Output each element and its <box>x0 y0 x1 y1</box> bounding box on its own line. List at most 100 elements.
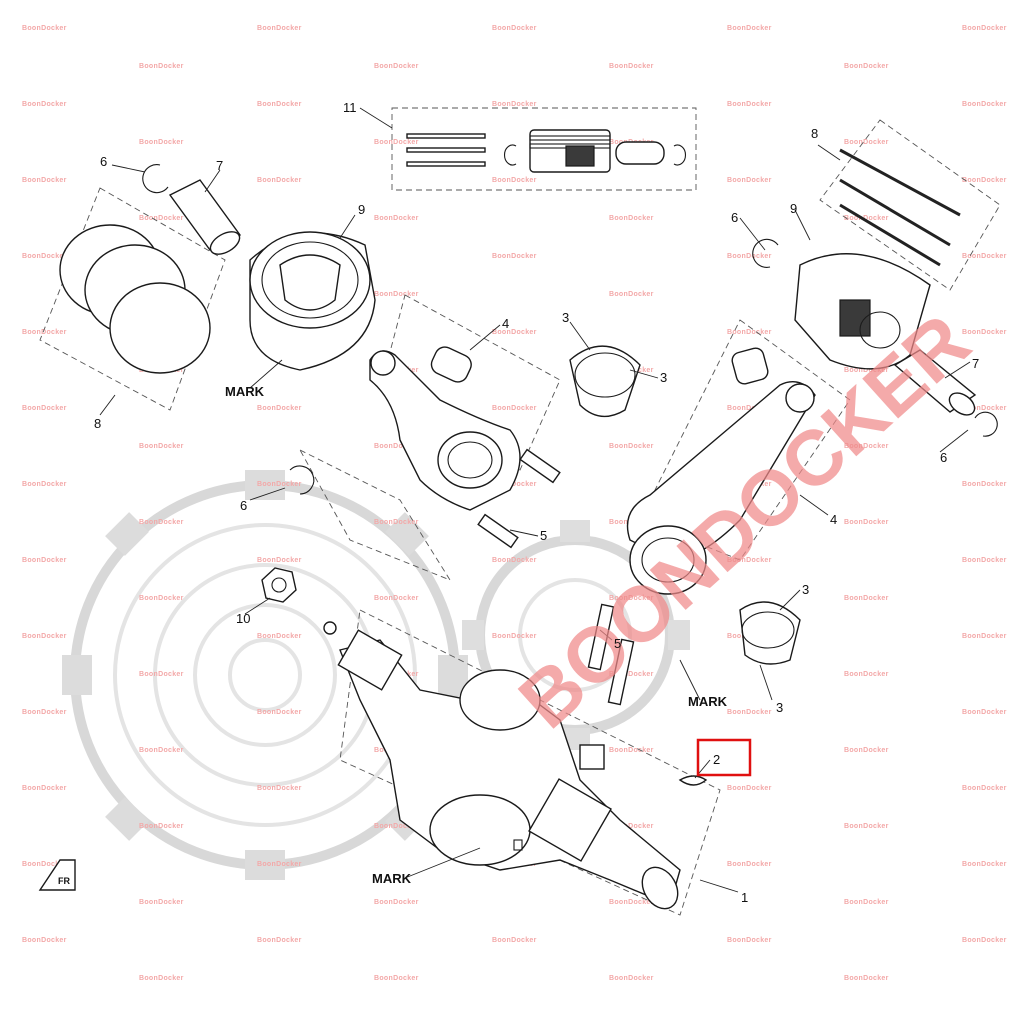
watermark-stamp: BoonDocker <box>844 595 889 602</box>
watermark-stamp: BoonDocker <box>139 671 184 678</box>
watermark-stamp: BoonDocker <box>22 101 67 108</box>
callout-7: 7 <box>216 158 223 173</box>
watermark-stamp: BoonDocker <box>492 25 537 32</box>
watermark-stamp: BoonDocker <box>962 405 1007 412</box>
watermark-stamp: BoonDocker <box>257 405 302 412</box>
watermark-stamp: BoonDocker <box>374 139 419 146</box>
piston-side-icon <box>529 129 611 173</box>
watermark-stamp: BoonDocker <box>22 25 67 32</box>
watermark-stamp: BoonDocker <box>609 975 654 982</box>
gear-watermark-center <box>462 520 690 750</box>
callout-8: 8 <box>811 126 818 141</box>
circlip-icon <box>142 164 169 194</box>
watermark-stamp: BoonDocker <box>22 633 67 640</box>
callout-10: 10 <box>236 611 250 626</box>
watermark-stamp: BoonDocker <box>962 633 1007 640</box>
watermark-stamp: BoonDocker <box>22 177 67 184</box>
watermark-stamp: BoonDocker <box>844 367 889 374</box>
watermark-stamp: BoonDocker <box>727 25 772 32</box>
watermark-stamp: BoonDocker <box>962 861 1007 868</box>
watermark-stamp: BoonDocker <box>844 747 889 754</box>
watermark-stamp: BoonDocker <box>374 595 419 602</box>
nut-icon <box>261 567 297 603</box>
bearing-shell-right <box>739 601 801 665</box>
watermark-stamp: BoonDocker <box>257 25 302 32</box>
callout-6: 6 <box>240 498 247 513</box>
watermark-stamp: BoonDocker <box>374 215 419 222</box>
callout-8: 8 <box>94 416 101 431</box>
watermark-stamp: BoonDocker <box>257 481 302 488</box>
pin-icon <box>615 141 665 165</box>
watermark-stamp: BoonDocker <box>22 557 67 564</box>
callout-6: 6 <box>940 450 947 465</box>
watermark-stamp: BoonDocker <box>492 557 537 564</box>
watermark-stamp: BoonDocker <box>492 633 537 640</box>
callout-4: 4 <box>830 512 837 527</box>
watermark-stamp: BoonDocker <box>139 747 184 754</box>
watermark-stamp: BoonDocker <box>22 861 67 868</box>
watermark-stamp: BoonDocker <box>139 975 184 982</box>
watermark-stamp: BoonDocker <box>962 25 1007 32</box>
watermark-stamp: BoonDocker <box>609 443 654 450</box>
mark-label-piston: MARK <box>225 384 265 399</box>
watermark-stamp: BoonDocker <box>492 101 537 108</box>
watermark-stamp: BoonDocker <box>844 975 889 982</box>
watermark-stamp: BoonDocker <box>609 747 654 754</box>
watermark-stamp: BoonDocker <box>962 557 1007 564</box>
watermark-stamp: BoonDocker <box>492 937 537 944</box>
watermark-stamp: BoonDocker <box>374 291 419 298</box>
watermark-stamp: BoonDocker <box>609 63 654 70</box>
callout-9: 9 <box>790 201 797 216</box>
piston-left <box>249 231 376 371</box>
watermark-stamp: BoonDocker <box>257 557 302 564</box>
watermark-stamp: BoonDocker <box>492 177 537 184</box>
watermark-stamp: BoonDocker <box>139 519 184 526</box>
watermark-stamp: BoonDocker <box>609 595 654 602</box>
watermark-stamp: BoonDocker <box>139 443 184 450</box>
callout-3: 3 <box>562 310 569 325</box>
watermark-stamp: BoonDocker <box>257 785 302 792</box>
crankshaft <box>337 609 721 916</box>
bearing-shell-upper <box>569 345 641 418</box>
watermark-stamp: BoonDocker <box>374 519 419 526</box>
rod-bolt-icon <box>607 638 635 706</box>
callout-3: 3 <box>776 700 783 715</box>
watermark-stamp: BoonDocker <box>844 899 889 906</box>
mark-label-rod: MARK <box>688 694 728 709</box>
callout-6: 6 <box>731 210 738 225</box>
watermark-stamp: BoonDocker <box>962 177 1007 184</box>
circlip-icon <box>289 465 315 495</box>
watermark-stamp: BoonDocker <box>844 519 889 526</box>
watermark-stamp: BoonDocker <box>962 481 1007 488</box>
watermark-stamp: BoonDocker <box>22 709 67 716</box>
highlighted-callout-2[interactable]: 2 <box>696 738 752 777</box>
ring-set-icon <box>406 133 486 167</box>
watermark-stamp: BoonDocker <box>962 709 1007 716</box>
watermark-stamp: BoonDocker <box>844 63 889 70</box>
watermark-stamp: BoonDocker <box>139 595 184 602</box>
watermark-stamp: BoonDocker <box>257 633 302 640</box>
callout-11: 11 <box>343 100 357 115</box>
watermark-stamp: BoonDocker <box>727 937 772 944</box>
watermark-stamp: BoonDocker <box>257 177 302 184</box>
conrod-left <box>298 294 561 581</box>
watermark-stamp: BoonDocker <box>374 823 419 830</box>
watermark-stamp: BoonDocker <box>139 63 184 70</box>
callout-3: 3 <box>802 582 809 597</box>
watermark-stamp: BoonDocker <box>257 709 302 716</box>
watermark-stamp: BoonDocker <box>727 861 772 868</box>
watermark-stamp: BoonDocker <box>727 405 772 412</box>
circlip-icon <box>673 144 687 166</box>
leader-lines <box>99 107 971 893</box>
watermark-stamp: BoonDocker <box>609 291 654 298</box>
watermark-stamp: BoonDocker <box>609 899 654 906</box>
watermark-stamp: BoonDocker <box>844 215 889 222</box>
watermark-stamp: BoonDocker <box>374 63 419 70</box>
watermark-stamp: BoonDocker <box>139 139 184 146</box>
watermark-stamp: BoonDocker <box>139 823 184 830</box>
mark-label-crank: MARK <box>372 871 412 886</box>
watermark-stamp: BoonDocker <box>374 975 419 982</box>
circlip-icon <box>752 238 779 268</box>
ring-group-right <box>819 119 1001 291</box>
